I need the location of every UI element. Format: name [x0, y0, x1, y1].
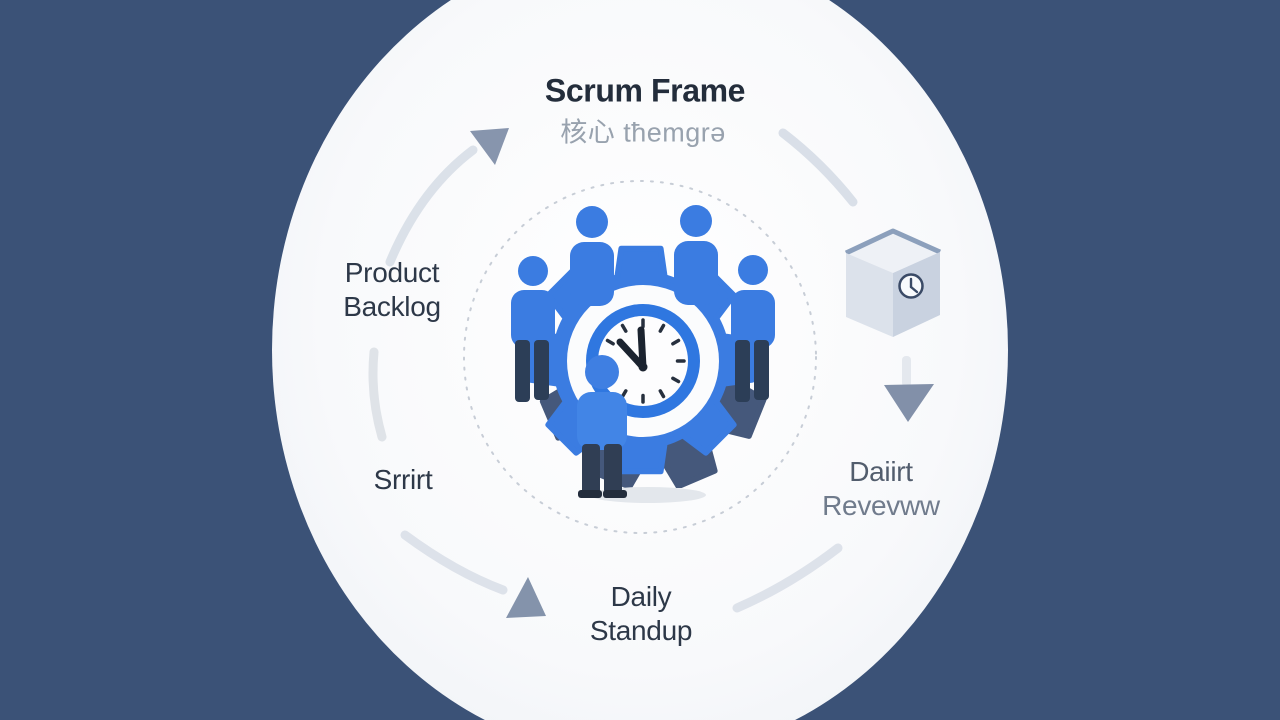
diagram-subtitle: 核心 tħemgrə — [560, 117, 726, 148]
arc-segment-top-right — [778, 128, 858, 207]
stage-label-line: Srrirt — [373, 464, 433, 495]
stage-label-line: Backlog — [343, 291, 441, 322]
stage-label-daily-standup: Daily Standup — [589, 580, 693, 648]
stage-label-line: Daiirt — [849, 456, 913, 487]
stage-label-product-backlog: Product Backlog — [343, 256, 441, 324]
cycle-arrows — [368, 128, 934, 618]
curved-arrow-up-right-icon — [470, 128, 509, 165]
team-gear-clock-illustration — [511, 205, 775, 503]
arc-segment-top-left — [385, 145, 478, 267]
arrow-down-icon — [884, 384, 934, 422]
clock-hands — [616, 326, 647, 371]
stage-label-line: Standup — [589, 615, 693, 646]
person-top-right — [674, 205, 718, 305]
stage-label-line: Product — [344, 257, 440, 288]
arrowhead-up-icon — [506, 577, 546, 618]
stage-label-sprint: Srrirt — [374, 463, 433, 497]
arrow-down-stem — [902, 356, 911, 387]
person-left — [511, 256, 555, 402]
stage-label-line: Revevww — [822, 490, 940, 521]
clock-ticks — [600, 318, 686, 404]
person-front — [577, 355, 627, 498]
arc-segment-left — [368, 347, 387, 442]
arc-segment-bottom-left — [400, 530, 508, 595]
person-right — [731, 255, 775, 402]
team-figures — [511, 205, 775, 498]
box-with-timer-icon — [844, 228, 942, 337]
person-top-left — [570, 206, 614, 306]
dotted-ring — [463, 180, 817, 534]
diagram-title: Scrum Frame — [544, 72, 746, 109]
arc-segment-bottom-right — [732, 543, 843, 613]
stage-label-sprint-review: Daiirt Revevww — [822, 455, 940, 523]
stage-label-line: Daily — [610, 581, 672, 612]
